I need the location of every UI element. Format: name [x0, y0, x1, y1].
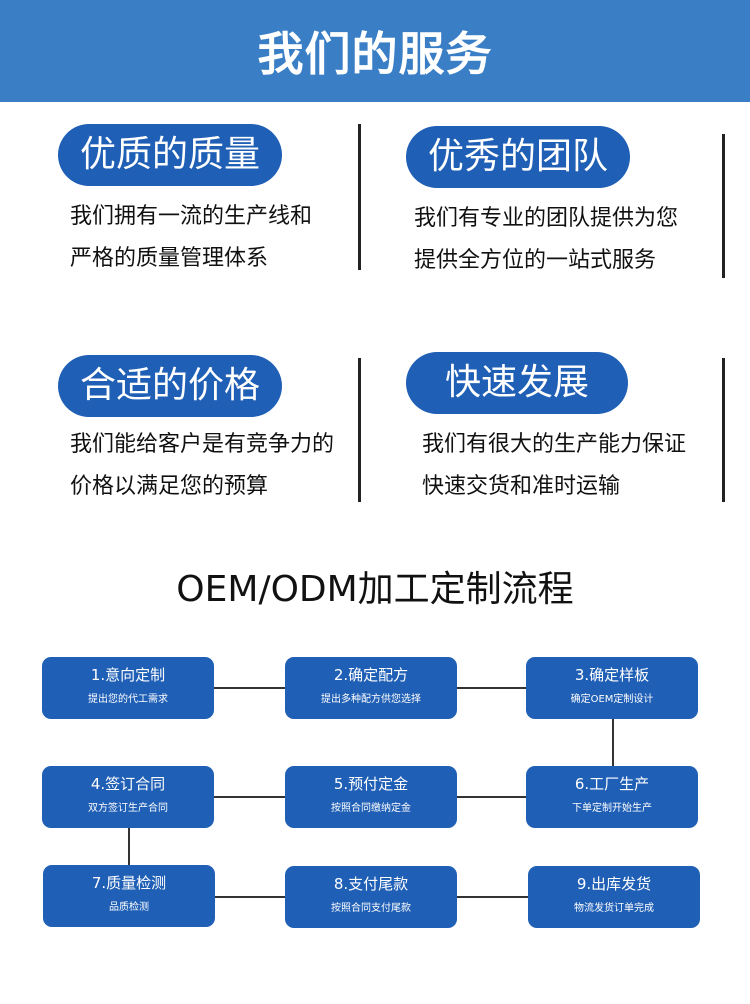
feature-team-title: 优秀的团队: [406, 126, 630, 188]
process-title: OEM/ODM加工定制流程: [176, 569, 574, 610]
divider: [358, 358, 361, 502]
process-step-6: 6.工厂生产 下单定制开始生产: [526, 766, 698, 828]
feature-quality-line-2: 严格的质量管理体系: [70, 246, 269, 271]
feature-quality-line-1: 我们拥有一流的生产线和: [70, 204, 313, 229]
step-desc: 确定OEM定制设计: [570, 694, 654, 705]
step-desc: 按照合同支付尾款: [331, 903, 411, 914]
process-step-3: 3.确定样板 确定OEM定制设计: [526, 657, 698, 719]
connector: [213, 796, 286, 798]
connector: [214, 896, 286, 898]
feature-quality-title: 优质的质量: [58, 124, 282, 186]
feature-team-line-2: 提供全方位的一站式服务: [414, 248, 657, 273]
connector: [213, 687, 286, 689]
header-banner: 我们的服务: [0, 0, 750, 102]
step-title: 3.确定样板: [574, 666, 650, 684]
step-desc: 提出多种配方供您选择: [321, 694, 421, 705]
feature-growth-line-1: 我们有很大的生产能力保证: [422, 432, 687, 457]
process-step-7: 7.质量检测 品质检测: [43, 865, 215, 927]
step-desc: 提出您的代工需求: [88, 694, 168, 705]
step-title: 9.出库发货: [576, 875, 652, 893]
process-step-9: 9.出库发货 物流发货订单完成: [528, 866, 700, 928]
step-title: 2.确定配方: [333, 666, 409, 684]
process-step-5: 5.预付定金 按照合同缴纳定金: [285, 766, 457, 828]
feature-growth-line-2: 快速交货和准时运输: [422, 474, 621, 499]
feature-price-title: 合适的价格: [58, 355, 282, 417]
step-title: 6.工厂生产: [574, 775, 650, 793]
process-step-2: 2.确定配方 提出多种配方供您选择: [285, 657, 457, 719]
feature-team-line-1: 我们有专业的团队提供为您: [414, 206, 679, 231]
connector: [128, 827, 130, 865]
step-title: 1.意向定制: [90, 666, 166, 684]
step-desc: 双方签订生产合同: [88, 803, 168, 814]
step-desc: 下单定制开始生产: [572, 803, 652, 814]
feature-price-line-2: 价格以满足您的预算: [70, 474, 269, 499]
divider: [358, 124, 361, 270]
process-step-1: 1.意向定制 提出您的代工需求: [42, 657, 214, 719]
connector: [456, 687, 527, 689]
feature-price-line-1: 我们能给客户是有竞争力的: [70, 432, 335, 457]
feature-growth-title: 快速发展: [406, 352, 628, 414]
process-step-4: 4.签订合同 双方签订生产合同: [42, 766, 214, 828]
step-title: 7.质量检测: [91, 874, 167, 892]
connector: [612, 718, 614, 766]
step-desc: 物流发货订单完成: [574, 903, 654, 914]
divider: [722, 358, 725, 502]
step-title: 5.预付定金: [333, 775, 409, 793]
page-title: 我们的服务: [257, 27, 493, 81]
connector: [456, 896, 528, 898]
step-desc: 按照合同缴纳定金: [331, 803, 411, 814]
step-desc: 品质检测: [109, 902, 149, 913]
connector: [456, 796, 527, 798]
divider: [722, 134, 725, 278]
process-step-8: 8.支付尾款 按照合同支付尾款: [285, 866, 457, 928]
step-title: 8.支付尾款: [333, 875, 409, 893]
step-title: 4.签订合同: [90, 775, 166, 793]
